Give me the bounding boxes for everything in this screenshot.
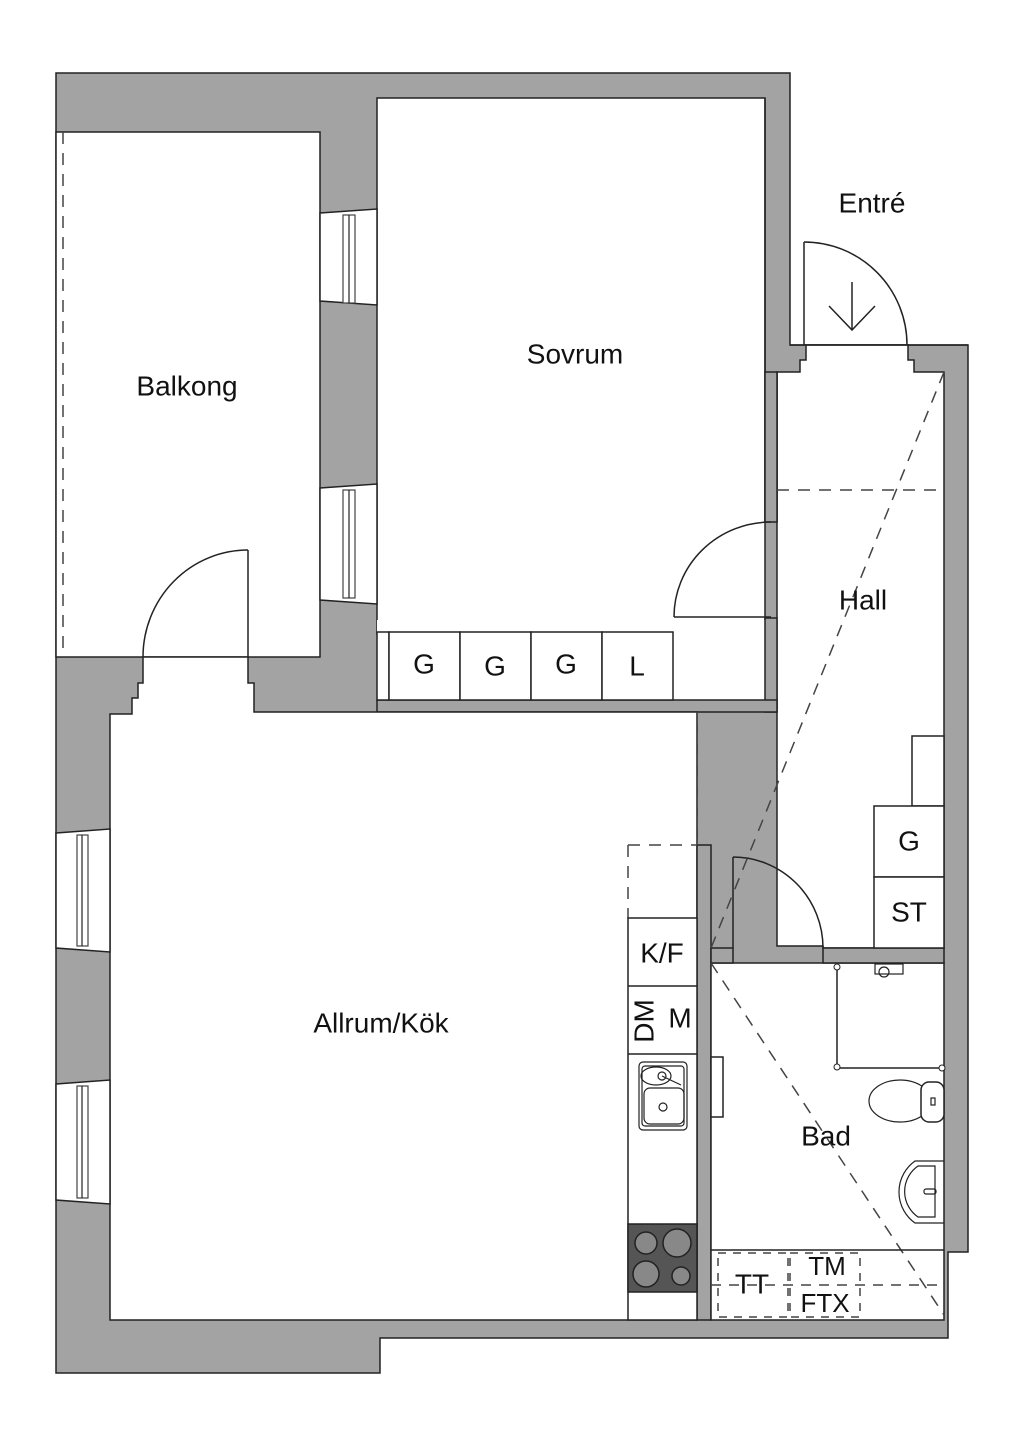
sink-icon: [638, 1061, 688, 1131]
door-balcony[interactable]: [142, 549, 249, 658]
hall-wardrobe-label: G: [898, 825, 920, 856]
window-living-2: [55, 1079, 111, 1205]
wardrobe-cell: [530, 631, 603, 701]
hall-storage: G ST: [873, 735, 945, 949]
dryer-label: TT: [735, 1268, 769, 1299]
bath-hall-wall: [710, 947, 734, 964]
room-bedroom: [376, 97, 766, 635]
wardrobe-cell: [459, 631, 532, 701]
window-living-1: [55, 828, 111, 953]
shower-icon: [833, 963, 946, 1072]
kitchen-counter: K/F DM M: [627, 917, 698, 1321]
kitchen-bath-wall: [696, 844, 712, 1321]
arrow-down-icon: [828, 282, 876, 332]
microwave-label: M: [668, 1002, 691, 1033]
wardrobe-cell: [873, 805, 945, 878]
door-entrance[interactable]: [790, 241, 968, 346]
bath-hall-wall: [822, 947, 945, 964]
window-bedroom-1: [319, 208, 378, 306]
room-label-balcony: Balkong: [136, 370, 237, 401]
bath-diagonal: [710, 962, 945, 1316]
wardrobe-cell: [388, 631, 461, 701]
laundry-units: TT TM FTX: [711, 1251, 944, 1318]
room-living-kitchen: [109, 656, 698, 1321]
wardrobe-label: G: [484, 650, 506, 681]
hall-wall-stub: [764, 617, 778, 713]
storage-cell: [873, 876, 945, 949]
bedroom-wardrobes: G G G L: [376, 631, 674, 701]
linen-label: L: [629, 650, 645, 681]
washbasin-icon: [898, 1160, 944, 1224]
door-bathroom[interactable]: [732, 856, 824, 949]
bedroom-hall-partition: [376, 699, 778, 713]
room-label-bathroom: Bad: [801, 1120, 851, 1151]
room-label-hall: Hall: [839, 584, 887, 615]
stove-icon: [627, 1223, 698, 1293]
room-label-entrance: Entré: [839, 187, 906, 218]
washer-label: TM: [808, 1251, 846, 1281]
room-label-living-kitchen: Allrum/Kök: [313, 1007, 449, 1038]
dishwasher-label: DM: [628, 999, 659, 1043]
window-bedroom-2: [319, 483, 378, 605]
hall-storage-label: ST: [891, 896, 927, 927]
wardrobe-label: G: [555, 648, 577, 679]
fridge-freezer-label: K/F: [640, 937, 684, 968]
radiator-icon: [710, 1056, 724, 1118]
door-bedroom[interactable]: [673, 521, 772, 618]
hall-wall-stub: [764, 371, 778, 523]
toilet-icon: [868, 1079, 945, 1123]
ventilation-label: FTX: [800, 1288, 849, 1318]
wardrobe-cell: [601, 631, 674, 701]
room-label-bedroom: Sovrum: [527, 338, 623, 369]
wardrobe-label: G: [413, 648, 435, 679]
